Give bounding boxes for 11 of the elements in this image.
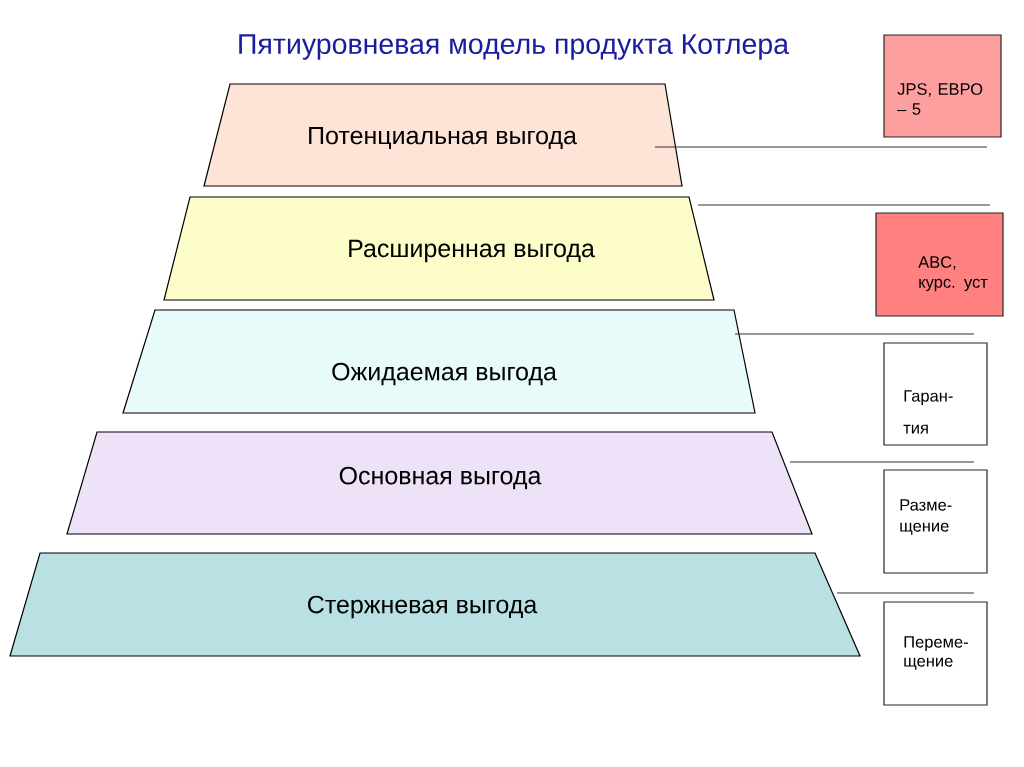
pyramid-level: Стержневая выгода [9,552,861,657]
title: Пятиуровневая модель продукта Котлера [239,34,790,60]
note-box: ABC, курс. уст [875,212,1004,317]
pyramid-level: Потенциальная выгода [203,83,683,187]
note-box: JPS, ЕВРО – 5 [883,34,1002,138]
pyramid-level: Ожидаемая выгода [122,309,756,414]
pyramid-level: Основная выгода [66,431,813,535]
pyramid-level: Расширенная выгода [163,196,715,301]
note-box: Переме- щение [883,601,988,706]
note-box: Гаран- тия [883,342,988,446]
note-box: Разме- щение [883,469,988,574]
